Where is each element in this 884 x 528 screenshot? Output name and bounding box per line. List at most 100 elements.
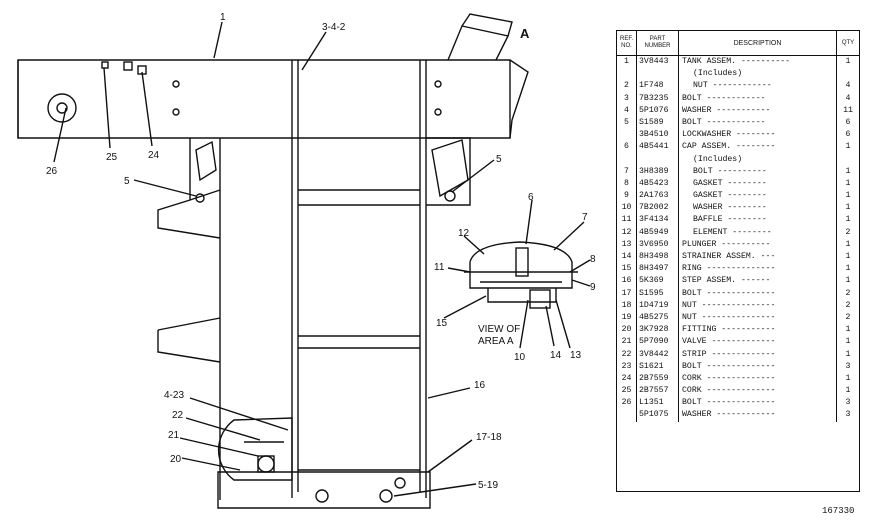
callout-13: 13	[570, 350, 582, 361]
ref-cell: 18	[617, 299, 637, 312]
description-cell: CAP ASSEM. --------	[679, 141, 837, 154]
qty-cell: 3	[845, 361, 851, 371]
callout-9: 9	[590, 282, 596, 293]
part-number-cell: 1D4719	[637, 299, 679, 312]
qty-cell: 1	[845, 57, 851, 66]
callout-5-right: 5	[496, 154, 502, 165]
header-description: DESCRIPTION	[679, 31, 837, 55]
description-cell: BAFFLE --------	[679, 214, 837, 227]
qty-cell: 2	[845, 312, 851, 322]
part-number-cell: L1351	[637, 397, 679, 410]
part-number-cell: 4B5423	[637, 177, 679, 191]
callout-5-left: 5	[124, 176, 130, 187]
part-number-cell: 3F4134	[637, 214, 679, 227]
part-number-cell: 5P1075	[637, 409, 679, 422]
callout-11: 11	[434, 262, 445, 273]
ref-cell: 24	[617, 372, 637, 386]
header-part-number: PART NUMBER	[637, 31, 679, 55]
qty-cell: 3	[845, 410, 851, 420]
qty-cell: 2	[845, 300, 851, 310]
part-number-cell: 3B4510	[637, 129, 679, 142]
qty-cell: 1	[845, 337, 851, 347]
part-number-cell: 3H8389	[637, 165, 679, 178]
ref-cell: 17	[617, 287, 637, 300]
callout-1: 1	[220, 12, 226, 23]
ref-cell: 9	[617, 190, 637, 203]
qty-cell: 1	[845, 252, 851, 261]
qty-cell: 1	[845, 325, 851, 335]
ref-cell: 10	[617, 202, 637, 215]
qty-cell: 1	[845, 203, 851, 213]
ref-cell	[617, 129, 637, 142]
description-cell: WASHER ------------	[679, 409, 837, 422]
table-header: REF. NO. PART NUMBER DESCRIPTION QTY	[617, 31, 859, 56]
part-number-cell: 3K7928	[637, 324, 679, 337]
ref-cell	[617, 153, 637, 166]
part-number-cell: 2B7559	[637, 372, 679, 386]
description-cell: CORK --------------	[679, 372, 837, 386]
part-number-cell	[637, 68, 679, 81]
callout-15: 15	[436, 318, 448, 329]
qty-cell: 2	[845, 227, 851, 237]
part-number-cell: 5P7090	[637, 336, 679, 349]
header-qty: QTY	[841, 39, 855, 46]
ref-cell: 19	[617, 311, 637, 325]
description-cell: NUT ------------	[679, 80, 837, 93]
description-cell: STRIP -------------	[679, 348, 837, 361]
part-number-cell: S1621	[637, 360, 679, 373]
description-cell: STEP ASSEM. ------	[679, 275, 837, 288]
ref-cell: 1	[617, 56, 637, 69]
callout-26: 26	[46, 166, 58, 177]
description-cell: GASKET --------	[679, 177, 837, 191]
callout-14: 14	[550, 350, 562, 361]
qty-cell: 2	[845, 288, 851, 298]
description-cell: LOCKWASHER --------	[679, 129, 837, 142]
qty-cell: 1	[845, 178, 851, 188]
description-cell: FITTING -----------	[679, 324, 837, 337]
callout-20: 20	[170, 454, 182, 465]
description-cell: WASHER --------	[679, 202, 837, 215]
description-cell: PLUNGER ----------	[679, 238, 837, 251]
part-number-cell: 8H3497	[637, 263, 679, 276]
part-number-cell: 3V8443	[637, 56, 679, 69]
ref-cell: 25	[617, 385, 637, 398]
callout-3-4-2: 3-4-2	[322, 22, 346, 33]
ref-cell: 5	[617, 116, 637, 130]
qty-cell: 1	[845, 386, 851, 396]
qty-cell: 1	[845, 215, 851, 225]
qty-cell: 1	[845, 166, 851, 176]
ref-cell: 20	[617, 324, 637, 337]
description-cell: STRAINER ASSEM. ---	[679, 251, 837, 264]
part-number-cell: 4B5441	[637, 141, 679, 154]
header-ref-no: REF. NO.	[617, 31, 637, 55]
part-number-cell: 2A1763	[637, 190, 679, 203]
qty-cell: 1	[845, 349, 851, 359]
qty-cell: 1	[845, 191, 851, 201]
description-cell: BOLT ------------	[679, 116, 837, 130]
tank-drawing: 1 3-4-2 A 5 5 25 24 26 6 7 8 9 12 11 15 …	[17, 12, 596, 509]
callout-5-19: 5-19	[478, 480, 498, 491]
qty-cell: 3	[845, 398, 851, 408]
callout-A: A	[520, 26, 530, 41]
callout-21: 21	[168, 430, 180, 441]
callout-4-23: 4-23	[164, 390, 184, 401]
ref-cell: 4	[617, 104, 637, 117]
